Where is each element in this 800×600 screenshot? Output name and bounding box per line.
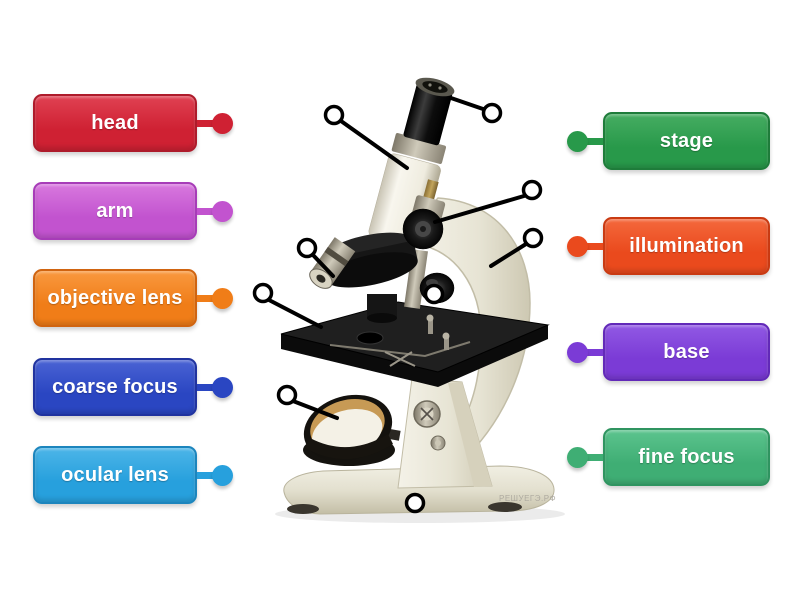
pointer-line-body-tube: [339, 119, 409, 170]
eyepiece-cap-dot: [438, 86, 442, 90]
mirror-glass: [312, 409, 383, 456]
label-text: coarse focus: [52, 375, 178, 398]
objective-lens-glass: [316, 274, 326, 283]
label-text: ocular lens: [61, 463, 169, 486]
connector-stub: [579, 348, 603, 356]
target-marker-body-tube[interactable]: [323, 104, 345, 126]
connector-stub: [197, 119, 214, 127]
label-text: stage: [659, 129, 714, 152]
stage-caliper: [384, 351, 416, 367]
label-chip-arm[interactable]: arm: [33, 182, 233, 240]
label-box: objective lens: [33, 269, 197, 327]
target-marker-stage[interactable]: [252, 282, 274, 304]
stage-clip-knob: [442, 332, 450, 340]
pointer-line-arm: [489, 242, 528, 268]
pointer-line-stage: [267, 298, 323, 329]
label-chip-stage[interactable]: stage: [567, 112, 770, 170]
connector-stub: [579, 137, 603, 145]
label-chip-fine-focus[interactable]: fine focus: [567, 428, 770, 486]
label-box: ocular lens: [33, 446, 197, 504]
target-marker-eyepiece[interactable]: [481, 102, 503, 124]
stage-clip-pin: [444, 336, 449, 350]
connector-dot: [567, 235, 588, 257]
nosepiece-bottom: [325, 252, 418, 288]
eyepiece-tube: [403, 80, 453, 146]
connector-stub: [197, 383, 214, 391]
label-chip-head[interactable]: head: [33, 94, 233, 152]
connector-dot: [567, 341, 588, 363]
pointer-line-objective: [311, 253, 335, 278]
connector-dot: [212, 376, 233, 398]
label-box: fine focus: [603, 428, 770, 486]
base-foot-pad: [287, 504, 319, 514]
label-chip-objective-lens[interactable]: objective lens: [33, 269, 233, 327]
eyepiece-cap-dot: [428, 83, 432, 87]
connector-dot: [567, 130, 588, 152]
label-chip-ocular-lens[interactable]: ocular lens: [33, 446, 233, 504]
label-text: base: [663, 340, 710, 363]
connector-stub: [197, 471, 214, 479]
screw-slots: [420, 407, 434, 421]
target-marker-base[interactable]: [404, 492, 426, 514]
label-box: stage: [603, 112, 770, 170]
condenser-flange: [367, 313, 397, 323]
base-foot-pad: [488, 502, 522, 512]
label-text: arm: [96, 199, 134, 222]
stage-clip-pin: [428, 318, 433, 334]
pointer-line-mirror: [291, 399, 339, 420]
label-text: fine focus: [638, 445, 735, 468]
stage-top: [280, 301, 550, 373]
objective-band: [324, 246, 349, 267]
label-chip-illumination[interactable]: illumination: [567, 217, 770, 275]
target-marker-objective[interactable]: [296, 237, 318, 259]
watermark-text: РЕШУЕГЭ.РФ: [499, 494, 556, 503]
label-box: arm: [33, 182, 197, 240]
stage-thickness: [281, 325, 548, 387]
stage-hole: [356, 331, 384, 345]
connector-dot: [212, 112, 233, 134]
connector-dot: [212, 464, 233, 486]
label-text: head: [91, 111, 139, 134]
pillar-shading: [448, 382, 492, 487]
label-chip-coarse-focus[interactable]: coarse focus: [33, 358, 233, 416]
pillar-screw-small-center: [435, 440, 441, 446]
target-marker-mirror[interactable]: [276, 384, 298, 406]
connector-stub: [197, 207, 214, 215]
label-box: base: [603, 323, 770, 381]
pointer-line-coarse-knob: [433, 194, 526, 224]
connector-dot: [567, 446, 588, 468]
label-box: coarse focus: [33, 358, 197, 416]
connector-dot: [212, 287, 233, 309]
target-marker-fine-knob[interactable]: [423, 283, 445, 305]
label-text: objective lens: [47, 286, 183, 309]
eyepiece-lens: [422, 81, 448, 93]
connector-stub: [197, 294, 214, 302]
target-marker-coarse-knob[interactable]: [521, 179, 543, 201]
stage-slide: [329, 341, 471, 358]
target-marker-arm[interactable]: [522, 227, 544, 249]
connector-stub: [579, 242, 603, 250]
tube-collar: [391, 133, 446, 164]
label-text: illumination: [629, 234, 744, 257]
connector-stub: [579, 453, 603, 461]
coarse-knob-center: [420, 226, 426, 232]
mirror-yoke-front: [305, 434, 393, 460]
label-chip-base[interactable]: base: [567, 323, 770, 381]
stage-clip-knob: [426, 314, 434, 322]
label-box: head: [33, 94, 197, 152]
pointer-line-eyepiece: [449, 96, 485, 111]
connector-dot: [212, 200, 233, 222]
label-box: illumination: [603, 217, 770, 275]
